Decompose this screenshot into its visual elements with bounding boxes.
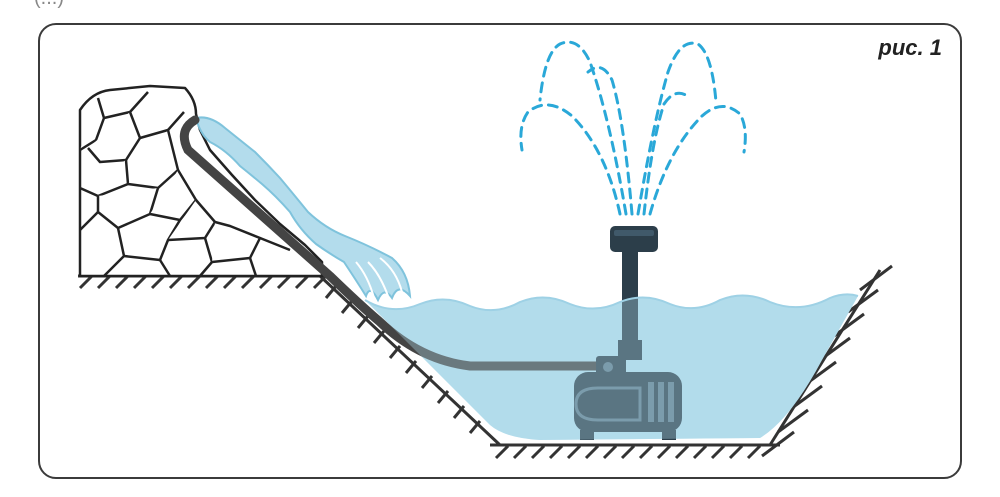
stream-water <box>194 116 412 303</box>
water-overlay <box>365 294 858 440</box>
ground-hatch-slope <box>318 274 502 447</box>
figure-label: рис. 1 <box>878 35 942 60</box>
fountain-spray <box>519 40 747 216</box>
stream-streaks <box>355 257 403 299</box>
fountain-nozzle <box>610 226 658 252</box>
ground-hatch-right <box>761 264 893 458</box>
figure-frame: рис. 1 <box>38 23 962 479</box>
ground-hatch-bottom <box>490 443 780 460</box>
riser-pipe <box>618 252 642 360</box>
hose <box>179 115 605 371</box>
cropped-caption-fragment: (...) <box>0 0 200 12</box>
water-surface <box>364 293 859 312</box>
submersible-pump <box>574 372 682 440</box>
rock-wall <box>78 84 324 278</box>
